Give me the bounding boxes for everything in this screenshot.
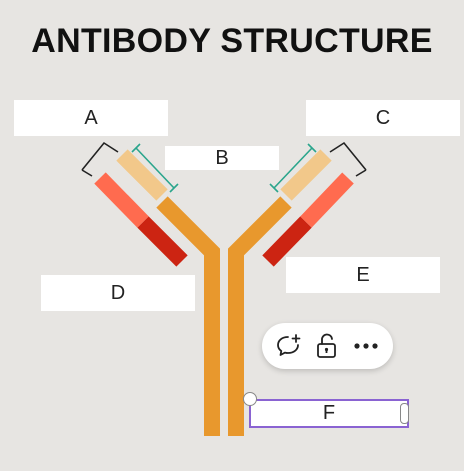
bracket-c-tick — [355, 169, 367, 177]
label-box-a[interactable]: A — [14, 100, 168, 136]
light-variable-right — [300, 172, 354, 228]
light-variable-left — [94, 172, 149, 228]
bracket-a — [81, 141, 119, 171]
label-box-c[interactable]: C — [306, 100, 460, 136]
add-comment-button[interactable] — [274, 331, 304, 361]
selection-handle-left[interactable] — [243, 392, 257, 406]
bracket-c — [329, 141, 367, 171]
label-b-text: B — [215, 146, 229, 169]
heavy-variable-right — [262, 216, 312, 267]
bracket-b-left-cap-1 — [131, 143, 141, 153]
label-d-text: D — [110, 281, 126, 304]
bracket-b-right-cap-2 — [269, 183, 279, 193]
add-comment-icon — [277, 334, 301, 356]
more-icon — [354, 343, 378, 349]
bracket-b-left-cap-2 — [169, 183, 179, 193]
more-options-button[interactable] — [351, 331, 381, 361]
label-e-text: E — [356, 263, 370, 286]
bracket-b-right — [273, 147, 313, 189]
heavy-chain-left — [156, 196, 220, 436]
label-box-e[interactable]: E — [286, 257, 440, 293]
label-box-d[interactable]: D — [41, 275, 195, 311]
floating-toolbar — [262, 323, 393, 369]
heavy-variable-left — [137, 216, 188, 267]
label-box-b[interactable]: B — [165, 146, 279, 170]
heavy-chain-right — [228, 196, 292, 436]
selection-handle-right[interactable] — [400, 403, 409, 424]
bracket-b-left — [135, 147, 175, 189]
light-constant-left — [116, 149, 168, 201]
light-constant-right — [280, 149, 332, 201]
unlock-icon — [317, 333, 337, 358]
unlock-button[interactable] — [312, 331, 342, 361]
label-c-text: C — [375, 106, 391, 129]
diagram-title: ANTIBODY STRUCTURE — [31, 22, 433, 60]
label-box-f-selected[interactable]: F — [249, 399, 409, 428]
label-f-text: F — [322, 402, 336, 424]
label-a-text: A — [84, 106, 98, 129]
bracket-b-right-cap-1 — [307, 143, 317, 153]
bracket-a-tick — [81, 169, 93, 177]
